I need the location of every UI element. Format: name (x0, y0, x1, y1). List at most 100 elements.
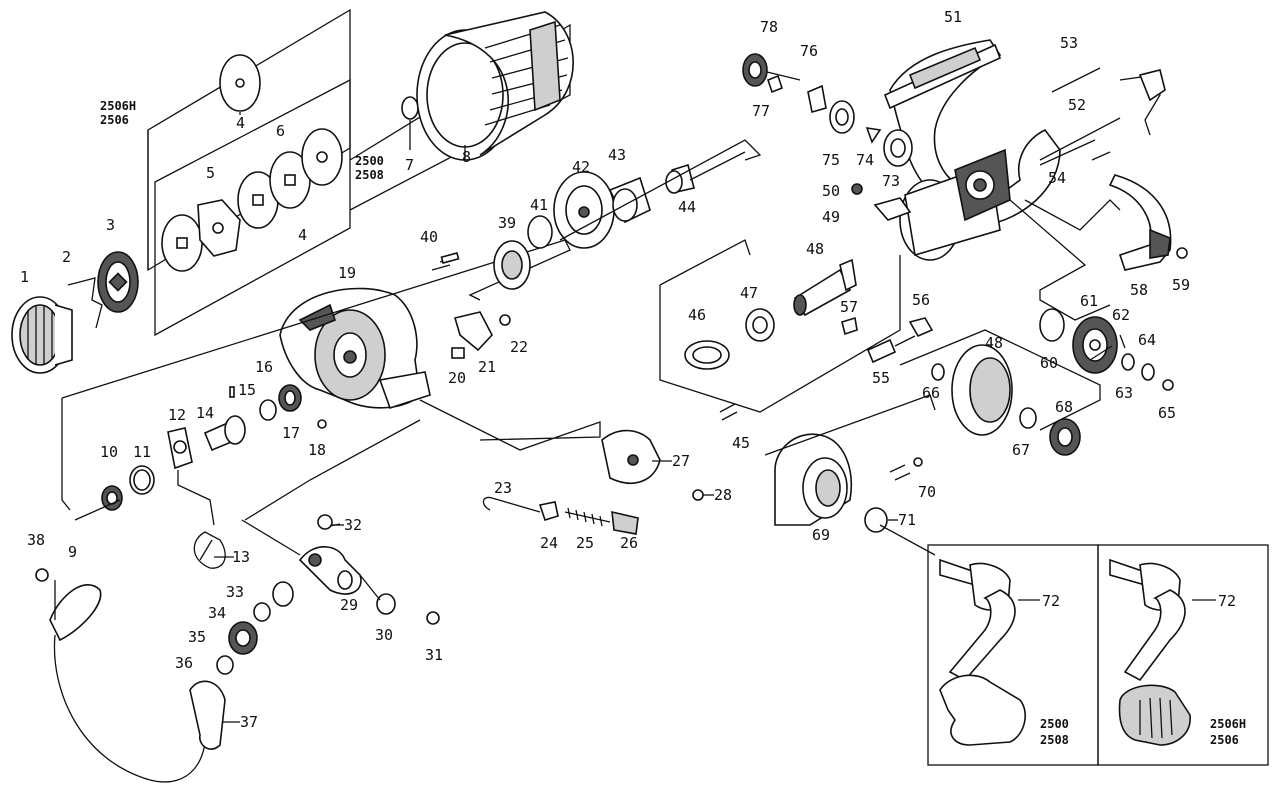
label-12: 12 (168, 406, 186, 424)
label-4b: 4 (298, 226, 307, 244)
model-b-line1: 2500 (355, 154, 384, 168)
label-65: 65 (1158, 404, 1176, 422)
label-14: 14 (196, 404, 214, 422)
slider-parts (684, 258, 857, 421)
drag-knob-ring (97, 251, 139, 313)
label-8: 8 (462, 148, 471, 166)
label-1: 1 (20, 268, 29, 286)
model-a-line1: 2506H (100, 99, 136, 113)
handle-left-line1: 2500 (1040, 717, 1069, 731)
label-64: 64 (1138, 331, 1156, 349)
label-17: 17 (282, 424, 300, 442)
label-2: 2 (62, 248, 71, 266)
handle-right-line2: 2506 (1210, 733, 1239, 747)
brake-part-21 (453, 311, 493, 352)
label-58: 58 (1130, 281, 1148, 299)
pinion-leader (177, 470, 215, 526)
label-30: 30 (375, 626, 393, 644)
label-54: 54 (1048, 169, 1066, 187)
label-45: 45 (732, 434, 750, 452)
drive-gear-group (931, 308, 1174, 456)
handle-leader (879, 524, 936, 556)
part-number-labels: 1 2 3 4 4 5 6 7 8 9 10 11 12 13 14 15 16… (20, 8, 1236, 731)
label-48a: 48 (806, 240, 824, 258)
label-70: 70 (918, 483, 936, 501)
drag-washer-boxes (147, 8, 351, 337)
label-10: 10 (100, 443, 118, 461)
label-24: 24 (540, 534, 558, 552)
side-cover (774, 433, 923, 533)
label-47: 47 (740, 284, 758, 302)
label-77: 77 (752, 102, 770, 120)
spool (416, 11, 574, 161)
label-53: 53 (1060, 34, 1078, 52)
drag-washer-upper-hole (235, 78, 245, 88)
model-b-line2: 2508 (355, 168, 384, 182)
handle-left (939, 558, 1026, 746)
brake-part-20 (451, 347, 465, 359)
label-28: 28 (714, 486, 732, 504)
anti-reverse-parts (841, 316, 934, 364)
rotor-right-box (559, 139, 762, 241)
bail-spring-13 (193, 531, 226, 569)
label-19: 19 (338, 264, 356, 282)
label-48b: 48 (985, 334, 1003, 352)
label-73: 73 (882, 172, 900, 190)
label-59: 59 (1172, 276, 1190, 294)
label-7: 7 (405, 156, 414, 174)
handle-box-right (1097, 544, 1269, 766)
label-32: 32 (344, 516, 362, 534)
label-4a: 4 (236, 114, 245, 132)
body-cover (1108, 174, 1188, 271)
label-66: 66 (922, 384, 940, 402)
label-76: 76 (800, 42, 818, 60)
side-cover-box (764, 394, 936, 456)
label-27: 27 (672, 452, 690, 470)
label-34: 34 (208, 604, 226, 622)
label-78: 78 (760, 18, 778, 36)
label-75: 75 (822, 151, 840, 169)
label-49: 49 (822, 208, 840, 226)
label-74: 74 (856, 151, 874, 169)
body-box (1009, 199, 1111, 321)
label-57: 57 (840, 298, 858, 316)
label-13: 13 (232, 548, 250, 566)
rotor-nut (431, 240, 531, 290)
gear-box (899, 329, 1101, 431)
handle-right-line1: 2506H (1210, 717, 1246, 731)
oscillation-gear (742, 53, 913, 167)
model-a-line2: 2506 (100, 113, 129, 127)
label-23: 23 (494, 479, 512, 497)
label-41: 41 (530, 196, 548, 214)
drag-spring (67, 277, 103, 329)
label-56: 56 (912, 291, 930, 309)
label-44: 44 (678, 198, 696, 216)
handle-right (1109, 558, 1191, 746)
label-55: 55 (872, 369, 890, 387)
pinion-assembly (101, 384, 327, 511)
label-72a: 72 (1042, 592, 1060, 610)
trip-box (419, 399, 601, 451)
label-35: 35 (188, 628, 206, 646)
label-21: 21 (478, 358, 496, 376)
label-39: 39 (498, 214, 516, 232)
label-62: 62 (1112, 306, 1130, 324)
label-69: 69 (812, 526, 830, 544)
slider-box-2 (659, 239, 751, 286)
worm-parts (851, 183, 912, 221)
label-29: 29 (340, 596, 358, 614)
label-16: 16 (255, 358, 273, 376)
label-22: 22 (510, 338, 528, 356)
rotor-cover-42 (553, 171, 615, 249)
label-63: 63 (1115, 384, 1133, 402)
body-box-2 (1024, 199, 1121, 231)
label-42: 42 (572, 158, 590, 176)
label-71: 71 (898, 511, 916, 529)
label-5: 5 (206, 164, 215, 182)
label-50: 50 (822, 182, 840, 200)
label-6: 6 (276, 122, 285, 140)
label-60: 60 (1040, 354, 1058, 372)
reel-body (883, 39, 1061, 261)
bail-leaders (54, 419, 421, 620)
